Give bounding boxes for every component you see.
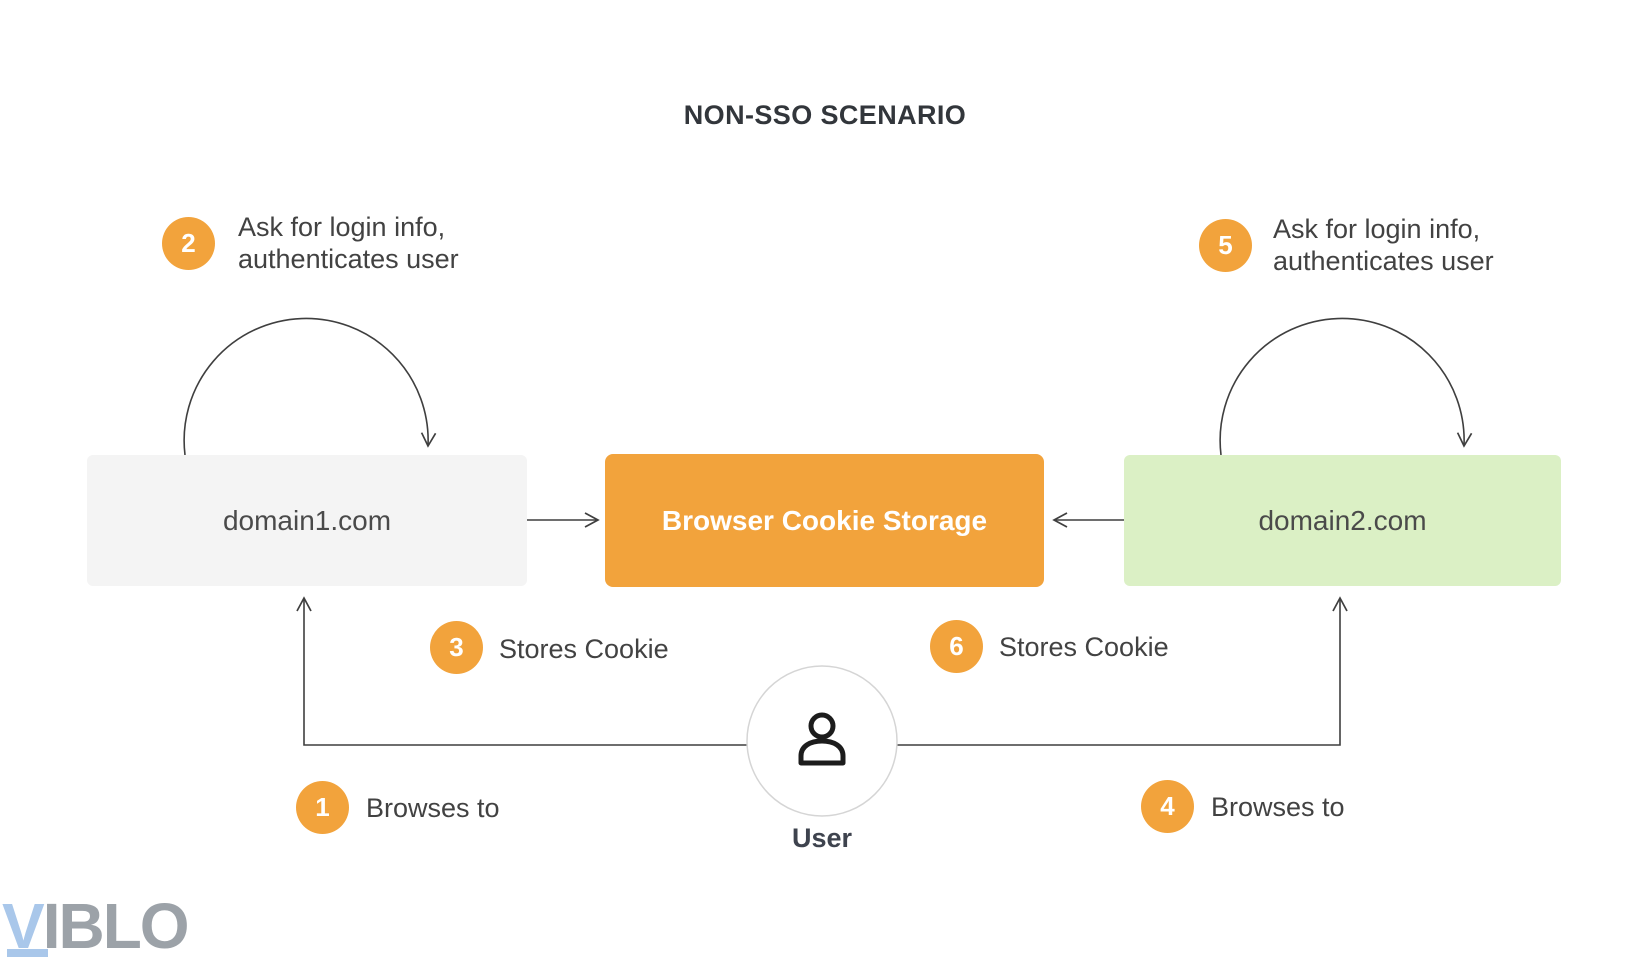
- arc-domain1-self-arrow: [183, 317, 437, 456]
- node-domain1-label: domain1.com: [222, 504, 392, 536]
- step-2-badge: 2: [162, 217, 215, 270]
- step-5-label: Ask for login info, authenticates user: [1273, 213, 1494, 277]
- viblo-watermark-v: V: [2, 890, 45, 959]
- step-1-label: Browses to: [366, 793, 500, 823]
- arc-domain2-self-arrow: [1219, 317, 1473, 456]
- connector-user-to-domain1: [296, 596, 747, 746]
- step-3-label: Stores Cookie: [499, 634, 669, 664]
- node-domain2: domain2.com: [1124, 455, 1561, 586]
- step-5-label-line2: authenticates user: [1273, 246, 1494, 276]
- step-2-label-line2: authenticates user: [238, 244, 459, 274]
- step-5-label-line1: Ask for login info,: [1273, 214, 1481, 244]
- node-domain2-label: domain2.com: [1258, 504, 1427, 536]
- step-2-label: Ask for login info, authenticates user: [238, 211, 459, 275]
- viblo-watermark-rest: IBLO: [42, 890, 190, 959]
- viblo-watermark-underline: [7, 949, 48, 957]
- step-6-label: Stores Cookie: [999, 632, 1169, 662]
- viblo-watermark: VIBLO: [2, 894, 190, 958]
- user-label: User: [791, 823, 853, 853]
- step-6-badge: 6: [930, 620, 983, 673]
- step-5-badge: 5: [1199, 219, 1252, 272]
- step-4-badge: 4: [1141, 780, 1194, 833]
- diagram-title: NON-SSO SCENARIO: [683, 100, 967, 130]
- person-icon: [798, 712, 846, 766]
- connector-user-to-domain2: [897, 596, 1348, 746]
- step-3-badge: 3: [430, 621, 483, 674]
- node-cookie-storage-label: Browser Cookie Storage: [661, 504, 988, 536]
- step-2-label-line1: Ask for login info,: [238, 212, 446, 242]
- node-cookie-storage: Browser Cookie Storage: [605, 454, 1044, 587]
- node-domain1: domain1.com: [87, 455, 527, 586]
- step-4-label: Browses to: [1211, 792, 1345, 822]
- step-1-badge: 1: [296, 781, 349, 834]
